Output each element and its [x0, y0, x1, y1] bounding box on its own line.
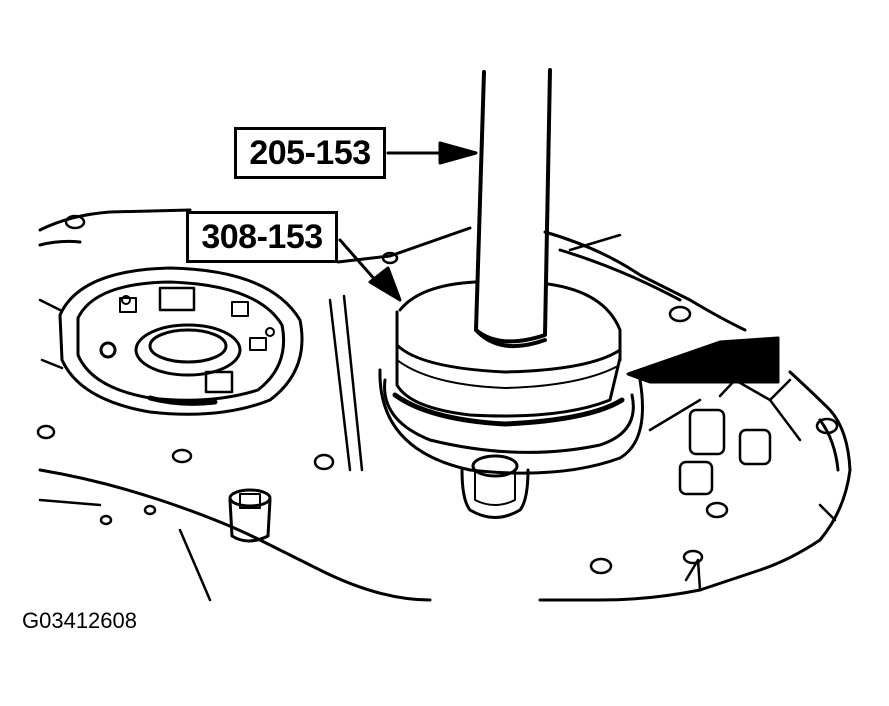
- figure-id: G03412608: [22, 608, 137, 633]
- bolt-lower-left: [228, 488, 272, 543]
- pump-body: [58, 266, 304, 416]
- arrow-seal: [626, 336, 780, 384]
- tool-label-205-153: 205-153: [234, 127, 386, 179]
- case-outline: [38, 208, 852, 602]
- dowel-pin: [460, 454, 530, 519]
- tool-label-308-153: 308-153: [186, 211, 338, 263]
- arrow-308: [338, 238, 402, 302]
- arrow-205: [386, 141, 478, 165]
- bolt-holes: [36, 214, 839, 575]
- case-detail-lines: [38, 228, 837, 602]
- valve-body-details: [648, 378, 802, 592]
- seal-installer: [378, 280, 644, 475]
- driver-handle: [474, 68, 552, 348]
